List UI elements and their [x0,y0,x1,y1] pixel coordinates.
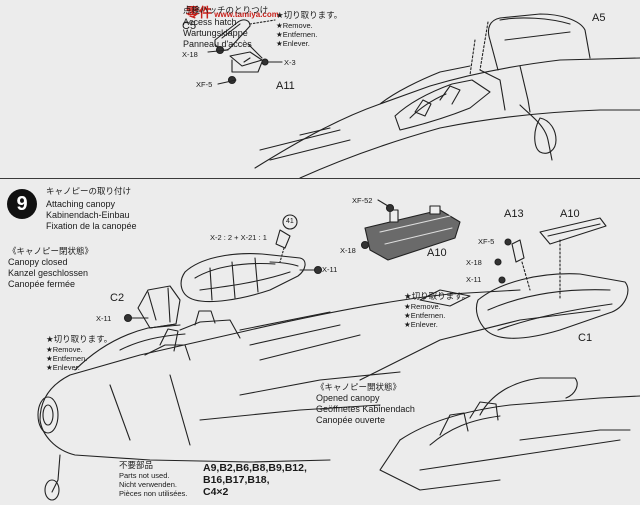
part-label-x18-top: X-18 [182,50,198,59]
step9-opened-canopy-drawing [380,378,640,490]
step9-closed-canopy-drawing [181,254,305,302]
top-remove-note: ★切り取ります。 ★Remove. ★Entfernen. ★Enlever. [276,11,343,49]
top-fuselage-drawing [255,14,640,178]
part-label-xf5-top: XF-5 [196,80,213,89]
part-label-xf5: XF-5 [478,237,495,246]
part-label-c2: C2 [110,292,125,304]
part-label-x11-a: X-11 [322,265,338,274]
part-label-x3: X-3 [284,58,296,67]
top-title-fr: Panneau d'accès [183,39,252,49]
ref-41-label: 41 [286,218,294,225]
part-label-a13: A13 [504,208,524,220]
closed-caption-de: Kanzel geschlossen [8,268,89,278]
part-label-x11-c: X-11 [466,275,482,284]
part-label-a11: A11 [276,80,295,92]
step9-windscreen-drawing [125,286,181,328]
top-title-en: Access hatch [183,17,237,27]
closed-caption-fr: Canopée fermée [8,279,76,289]
step9-title-jp: キャノピーの取り付け [46,187,132,197]
section-divider [0,178,640,179]
step9-remove-note-left: ★切り取ります。 ★Remove. ★Entfernen. ★Enlever. [46,335,113,373]
opened-caption-de: Geöffnetes Kabinendach [316,404,415,414]
part-label-a5: A5 [592,12,606,24]
step9-part-a10-left [362,200,461,260]
step9-title-de: Kabinendach-Einbau [46,210,130,220]
opened-caption-jp: 《キャノピー開状態》 [316,383,402,393]
part-label-a10-left: A10 [427,247,447,259]
top-title-de: Wartungsklappe [183,28,248,38]
part-label-a10-right: A10 [560,208,580,220]
opened-caption-fr: Canopée ouverte [316,415,386,425]
part-label-x11-b: X-11 [96,314,112,323]
step9-title-fr: Fixation de la canopée [46,221,137,231]
part-label-xf52: XF-52 [352,196,373,205]
paint-mix-label: X-2 : 2 + X-21 : 1 [210,233,267,242]
top-title-jp: 点検ハッチのとりつけ [183,6,269,16]
part-label-c5: C5 [182,20,197,32]
step9-title-en: Attaching canopy [46,199,116,209]
parts-not-used-list: A9,B2,B6,B8,B9,B12, B16,B17,B18, C4×2 [203,462,307,498]
site-logo: 零件 www.tamiya.com [186,5,279,20]
step9-remove-note-right: ★切り取ります。 ★Remove. ★Entfernen. ★Enlever. [404,292,471,330]
top-hatch-parts [208,20,282,84]
step9-fuselage-drawing [38,290,600,500]
part-label-x18-a: X-18 [340,246,356,255]
parts-not-used-note: 不要部品 Parts not used. Nicht verwenden. Pi… [119,461,188,499]
part-label-x18-b: X-18 [466,258,482,267]
step-number-badge: 9 [7,189,37,219]
step9-part41-drawing [276,215,322,274]
opened-caption-en: Opened canopy [316,393,380,403]
closed-caption-jp: 《キャノピー閉状態》 [8,247,94,257]
part-label-c1: C1 [578,332,593,344]
closed-caption-en: Canopy closed [8,257,68,267]
step9-open-canopy-parts [476,218,628,338]
